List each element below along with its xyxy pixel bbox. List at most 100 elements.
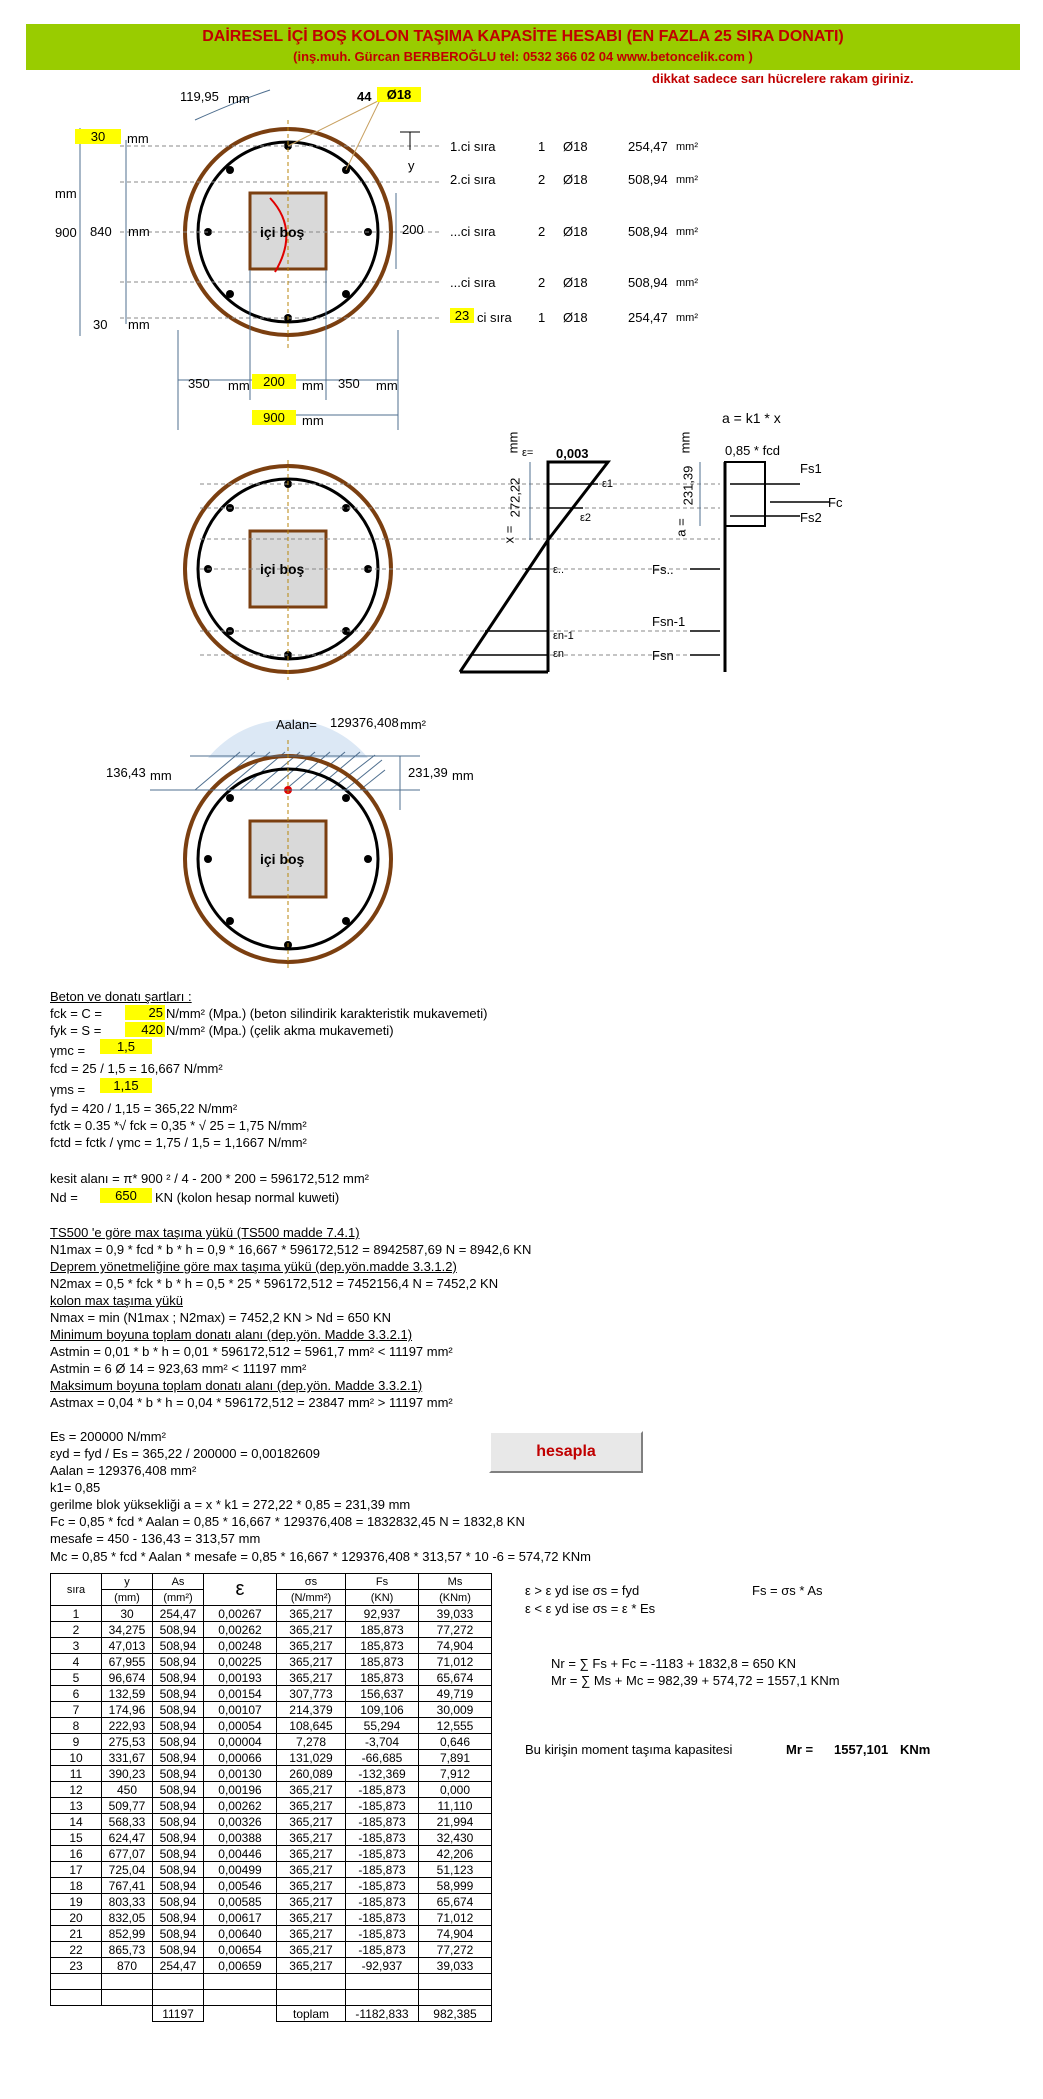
a-label: a = (673, 518, 689, 537)
table-cell: 11 (50, 1765, 102, 1782)
fsn-label: Fsn (652, 648, 674, 663)
table-cell: 365,217 (276, 1861, 346, 1878)
unit-label: mm (55, 186, 77, 201)
table-cell: 58,999 (418, 1877, 492, 1894)
table-cell: 5 (50, 1669, 102, 1686)
table-cell: 132,59 (101, 1685, 153, 1702)
rule-line: ε < ε yd ise σs = ε * Es (525, 1601, 656, 1616)
bar-diameter-input[interactable]: Ø18 (377, 87, 421, 102)
mr-line: Mr = ∑ Ms + Mc = 982,39 + 574,72 = 1557,… (551, 1673, 840, 1688)
table-cell (345, 1973, 419, 1990)
table-cell: 0,00546 (203, 1877, 277, 1894)
table-cell: 7,278 (276, 1733, 346, 1750)
unit-label: mm (452, 768, 474, 783)
row-label: ...ci sıra (450, 275, 496, 290)
calc-line: Mc = 0,85 * fcd * Aalan * mesafe = 0,85 … (50, 1549, 591, 1564)
table-cell (418, 1973, 492, 1990)
table-cell: 92,937 (345, 1605, 419, 1622)
table-cell: -185,873 (345, 1925, 419, 1942)
calc-line: fcd = 25 / 1,5 = 16,667 N/mm² (50, 1061, 223, 1076)
calc-line: fyd = 420 / 1,15 = 365,22 N/mm² (50, 1101, 238, 1116)
row-unit: mm² (676, 226, 698, 238)
bottom-left-dim: 350 (188, 376, 210, 391)
table-cell: 365,217 (276, 1653, 346, 1670)
table-cell (50, 1989, 102, 2006)
table-cell: 0,00004 (203, 1733, 277, 1750)
section-drawing-1 (79, 89, 440, 430)
rule-line: Fs = σs * As (752, 1583, 823, 1598)
table-cell: 307,773 (276, 1685, 346, 1702)
calc-line: Maksimum boyuna toplam donatı alanı (dep… (50, 1378, 423, 1393)
table-cell: 67,955 (101, 1653, 153, 1670)
table-cell: 11197 (152, 2005, 204, 2022)
unit-label: mm (128, 224, 150, 239)
y-axis-label: y (408, 158, 415, 173)
table-cell: -185,873 (345, 1781, 419, 1798)
nd-input[interactable]: 650 (100, 1188, 152, 1203)
table-cell: 624,47 (101, 1829, 153, 1846)
row-count: 2 (538, 172, 546, 187)
diameter-input[interactable]: 900 (252, 410, 296, 425)
table-cell: 331,67 (101, 1749, 153, 1766)
calc-line: fck = C = (50, 1006, 103, 1021)
table-cell: 9 (50, 1733, 102, 1750)
table-cell: -185,873 (345, 1829, 419, 1846)
col-header: As (152, 1573, 204, 1590)
table-cell: 30 (101, 1605, 153, 1622)
cover-top-input[interactable]: 30 (75, 129, 121, 144)
hole-label: içi boş (260, 561, 305, 577)
table-cell: 30,009 (418, 1701, 492, 1718)
calculate-button[interactable]: hesapla (489, 1431, 643, 1473)
col-unit: (mm²) (152, 1589, 204, 1606)
unit-label: mm (505, 431, 521, 454)
table-cell: 725,04 (101, 1861, 153, 1878)
last-row-input[interactable]: 23 (450, 308, 474, 323)
calc-line: γmc = (50, 1043, 86, 1058)
fc-label: Fc (828, 495, 843, 510)
table-cell: toplam (276, 2005, 346, 2022)
table-cell: 508,94 (152, 1685, 204, 1702)
a-value: 231,39 (680, 465, 696, 506)
table-cell: 185,873 (345, 1621, 419, 1638)
table-cell: 74,904 (418, 1637, 492, 1654)
calc-line: kesit alanı = π* 900 ² / 4 - 200 * 200 =… (50, 1171, 369, 1186)
row-area: 508,94 (628, 172, 668, 187)
fck-input[interactable]: 25 (125, 1005, 165, 1020)
table-cell: 508,94 (152, 1797, 204, 1814)
col-unit: (N/mm²) (276, 1589, 346, 1606)
page-subtitle: (inş.muh. Gürcan BERBEROĞLU tel: 0532 36… (293, 49, 753, 64)
unit-label: mm (302, 378, 324, 393)
title-banner: DAİRESEL İÇİ BOŞ KOLON TAŞIMA KAPASİTE H… (26, 24, 1020, 70)
table-cell: 0,00107 (203, 1701, 277, 1718)
gamma-mc-input[interactable]: 1,5 (100, 1039, 152, 1054)
row-area: 254,47 (628, 139, 668, 154)
calc-line: Astmin = 6 Ø 14 = 923,63 mm² < 11197 mm² (50, 1361, 307, 1376)
unit-label: mm (128, 317, 150, 332)
angle-value: 119,95 (180, 89, 219, 104)
table-cell: 508,94 (152, 1733, 204, 1750)
gamma-ms-input[interactable]: 1,15 (100, 1078, 152, 1093)
table-cell: 0,00054 (203, 1717, 277, 1734)
result-mr-value: 1557,101 (834, 1742, 889, 1757)
table-cell: 0,000 (418, 1781, 492, 1798)
table-cell (418, 1989, 492, 2006)
fs1-label: Fs1 (800, 461, 822, 476)
table-cell: 0,00066 (203, 1749, 277, 1766)
hole-width-input[interactable]: 200 (252, 374, 296, 389)
fyk-input[interactable]: 420 (125, 1022, 165, 1037)
table-cell: -185,873 (345, 1813, 419, 1830)
angle-unit: mm (228, 91, 250, 106)
table-cell: 8 (50, 1717, 102, 1734)
col-header: y (101, 1573, 153, 1590)
unit-label: mm (228, 378, 250, 393)
calc-line: Nmax = min (N1max ; N2max) = 7452,2 KN >… (50, 1310, 392, 1325)
x-value: 272,22 (507, 477, 523, 518)
e2-label: ε2 (580, 512, 592, 524)
table-cell: 568,33 (101, 1813, 153, 1830)
calc-line: kolon max taşıma yükü (50, 1293, 183, 1308)
